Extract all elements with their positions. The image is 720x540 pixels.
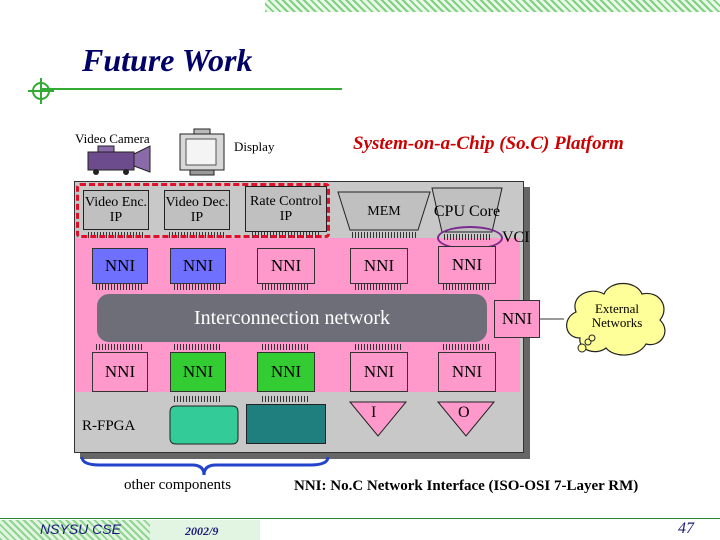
footer-brand: NSYSU CSE	[40, 521, 121, 537]
teal-pins	[262, 396, 310, 402]
video-camera-icon	[87, 145, 151, 175]
external-networks-cloud	[566, 282, 666, 356]
nni-bottom-3: NNI	[257, 352, 315, 392]
input-block-shape	[348, 401, 408, 437]
top-decor-band	[265, 0, 720, 12]
slide-title: Future Work	[82, 42, 253, 78]
nni-top-3: NNI	[257, 248, 315, 284]
nni-bottom-5-pins	[443, 344, 491, 350]
mem-pins	[352, 232, 416, 238]
footer-date: 2002/9	[185, 524, 219, 538]
nni-top-2: NNI	[170, 248, 226, 284]
interconnection-network: Interconnection network	[97, 294, 487, 342]
display-label: Display	[234, 139, 275, 154]
nni-bottom-2-pins	[174, 344, 222, 350]
vci-label: VCI	[502, 229, 530, 246]
input-block-label: I	[371, 404, 377, 421]
nni-right: NNI	[494, 300, 540, 338]
external-networks-label: External Networks	[591, 301, 643, 330]
footer-decor-mid	[150, 520, 260, 540]
nni-bottom-1: NNI	[92, 352, 148, 392]
nni-top-5-pins	[443, 284, 491, 290]
rfpga-label: R-FPGA	[82, 418, 136, 434]
footer-decor-left	[0, 520, 150, 540]
video-dec-ip-block: Video Dec. IP	[164, 190, 230, 230]
nni-top-2-pins	[174, 284, 222, 290]
nni-top-3-pins	[262, 284, 310, 290]
nni-top-5: NNI	[438, 246, 496, 284]
fpga-pins	[174, 396, 222, 402]
page-number: 47	[678, 520, 694, 537]
nni-top-1: NNI	[92, 248, 148, 284]
display-monitor-icon	[179, 128, 225, 176]
highlight-box	[76, 183, 330, 238]
other-components-label: other components	[124, 477, 232, 493]
output-block-shape	[436, 401, 496, 437]
nni-bottom-2: NNI	[170, 352, 226, 392]
output-block-label: O	[458, 404, 470, 421]
teal-component-block	[246, 404, 326, 444]
other-components-brace	[80, 456, 330, 476]
cpu-core-block: CPU Core	[433, 202, 501, 220]
mem-block: MEM	[367, 203, 401, 219]
video-enc-ip-block: Video Enc. IP	[83, 190, 149, 230]
video-camera-label: Video Camera	[75, 131, 150, 146]
nni-bottom-4-pins	[355, 344, 403, 350]
nni-bottom-4: NNI	[350, 352, 408, 392]
rfpga-block	[169, 405, 239, 445]
crosshair-icon	[28, 78, 54, 104]
nni-bottom-3-pins	[262, 344, 310, 350]
link-arrows	[540, 318, 564, 320]
nni-top-4-pins	[355, 284, 403, 290]
rate-control-ip-block: Rate Control IP	[245, 186, 327, 232]
footer-rule	[0, 518, 720, 519]
nni-bottom-5: NNI	[438, 352, 496, 392]
nni-bottom-1-pins	[96, 344, 144, 350]
platform-title: System-on-a-Chip (So.C) Platform	[353, 133, 624, 154]
title-rule	[40, 88, 342, 90]
nni-top-4: NNI	[350, 248, 408, 284]
mem-block-shape	[337, 191, 431, 231]
nni-caption: NNI: No.C Network Interface (ISO-OSI 7-L…	[294, 478, 639, 494]
nni-top-1-pins	[96, 284, 144, 290]
